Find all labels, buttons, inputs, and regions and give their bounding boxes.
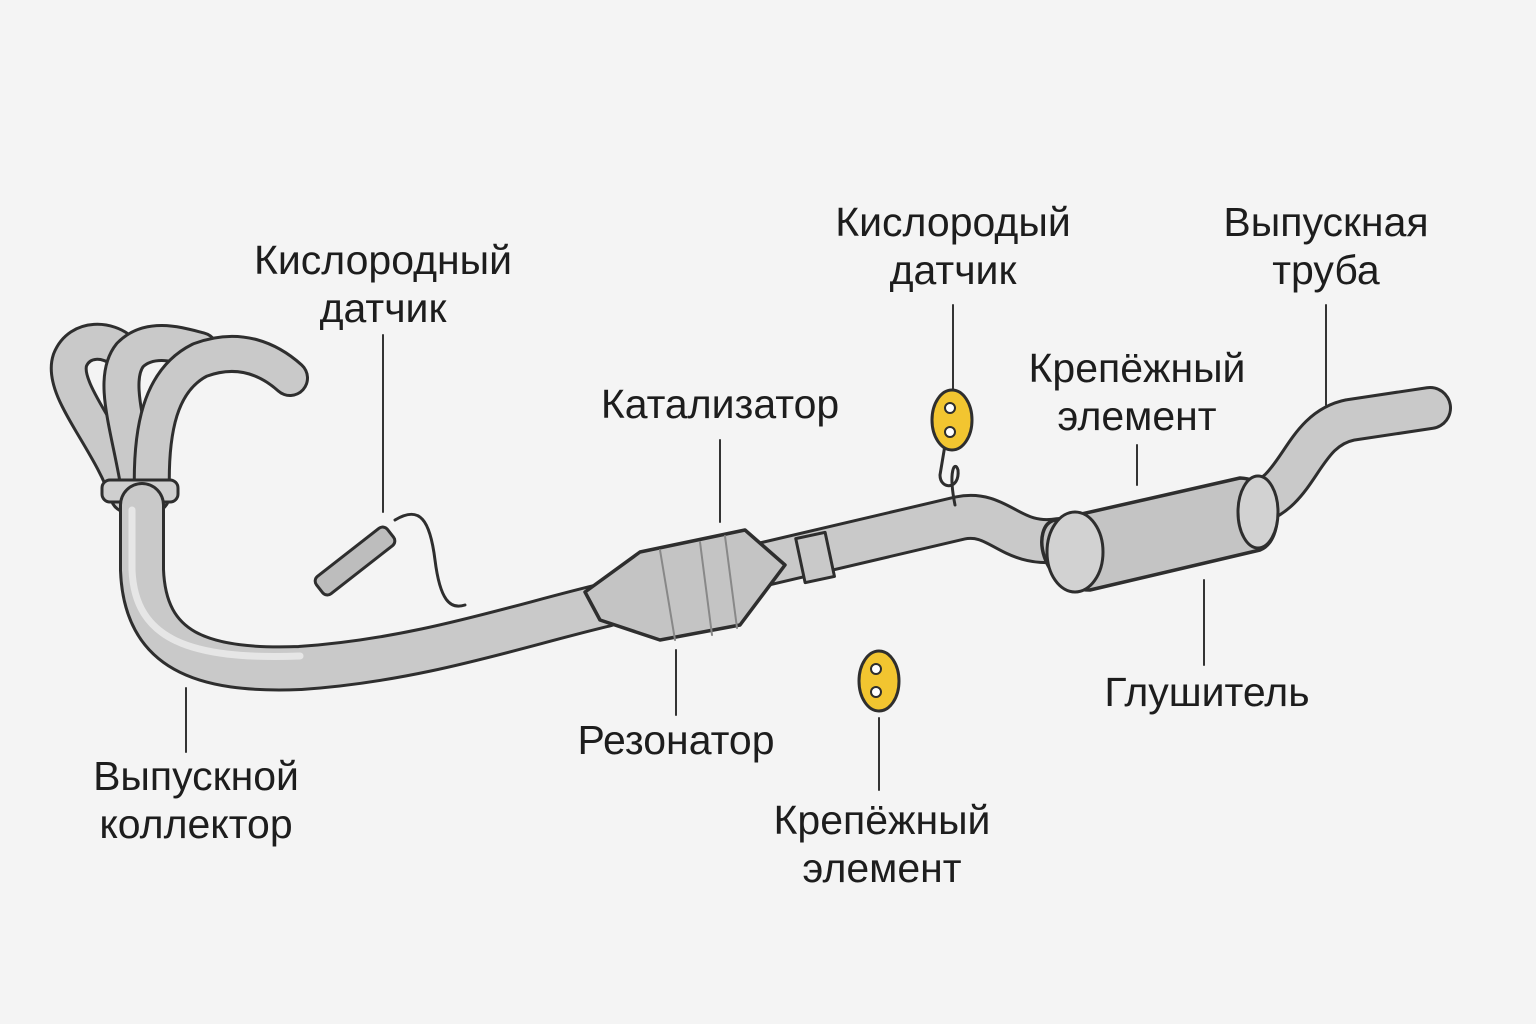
mount-upper <box>930 388 974 507</box>
label-line: элемент <box>1057 393 1217 439</box>
label-line: Глушитель <box>1104 669 1310 715</box>
label-line: Крепёжный <box>1028 345 1246 391</box>
label-line: элемент <box>802 845 962 891</box>
muffler <box>1040 474 1280 594</box>
label-muffler: Глушитель <box>1104 668 1309 716</box>
label-mount-upper: Крепёжный элемент <box>1029 344 1246 440</box>
catalytic-converter <box>583 528 836 642</box>
label-oxygen-sensor-2: Кислородый датчик <box>835 198 1070 294</box>
leader-lines <box>185 304 1327 791</box>
label-exhaust-pipe: Выпускная труба <box>1223 198 1428 294</box>
mount-lower <box>857 649 901 713</box>
label-resonator: Резонатор <box>577 716 774 764</box>
label-line: Выпускной <box>93 753 299 799</box>
oxygen-sensor-1 <box>313 512 467 608</box>
label-line: датчик <box>889 247 1017 293</box>
label-mount-lower: Крепёжный элемент <box>774 796 991 892</box>
label-line: Кислородый <box>835 199 1071 245</box>
label-line: Резонатор <box>577 717 775 763</box>
label-line: труба <box>1272 247 1380 293</box>
label-manifold: Выпускной коллектор <box>93 752 299 848</box>
label-line: Выпускная <box>1223 199 1429 245</box>
label-oxygen-sensor-1: Кислородный датчик <box>254 236 512 332</box>
exhaust-manifold <box>49 322 309 514</box>
label-line: датчик <box>319 285 447 331</box>
label-catalyst: Катализатор <box>601 380 839 428</box>
label-line: Кислородный <box>253 237 513 283</box>
label-line: Крепёжный <box>773 797 991 843</box>
label-line: Катализатор <box>600 381 840 427</box>
label-line: коллектор <box>99 801 293 847</box>
